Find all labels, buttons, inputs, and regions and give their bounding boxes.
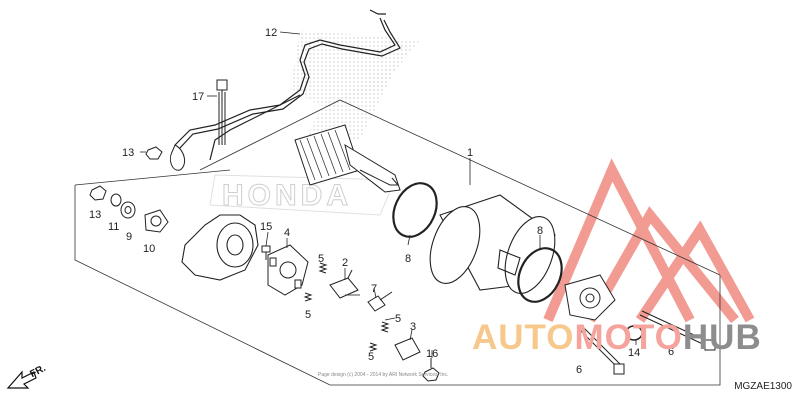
label-part-2: 2	[342, 257, 348, 269]
brush-2	[329, 269, 359, 299]
label-part-5b: 5	[305, 309, 311, 321]
group-frame	[74, 99, 721, 386]
armature	[294, 124, 401, 193]
label-part-10: 10	[143, 243, 155, 255]
washer-9	[120, 201, 136, 219]
honda-logo-text: HONDA	[222, 179, 352, 212]
label-part-6b: 6	[668, 346, 674, 358]
nut-16	[422, 358, 440, 382]
bolt-17	[216, 79, 228, 145]
label-part-11: 11	[108, 221, 119, 233]
diagram-code: MGZAE1300	[734, 381, 792, 392]
spring-5-b	[303, 292, 313, 302]
watermark-part2: MOTO	[574, 318, 683, 357]
o-ring-14	[625, 325, 643, 341]
label-part-4: 4	[284, 227, 290, 239]
label-part-7: 7	[371, 283, 377, 295]
label-part-13b: 13	[89, 209, 101, 221]
label-part-16: 16	[426, 348, 438, 360]
label-part-15: 15	[260, 221, 272, 233]
brush-3	[394, 337, 421, 361]
o-ring-8-left	[392, 182, 438, 238]
label-part-5a: 5	[318, 253, 324, 265]
label-part-6a: 6	[576, 364, 582, 376]
label-part-8a: 8	[405, 253, 411, 265]
label-part-9: 9	[126, 231, 132, 243]
label-part-14: 14	[628, 347, 640, 359]
label-part-13a: 13	[122, 147, 134, 159]
watermark-part1: AUTO	[472, 318, 575, 357]
label-part-5d: 5	[368, 351, 374, 363]
terminal-bolt-7	[367, 291, 393, 312]
long-bolt-6-left	[579, 327, 625, 375]
label-part-12: 12	[265, 27, 277, 39]
nut-13-upper	[145, 144, 186, 171]
copyright-text: Page design (c) 2004 - 2014 by ARI Netwo…	[318, 372, 449, 378]
o-ring-8-right	[517, 247, 563, 303]
label-part-5c: 5	[395, 313, 401, 325]
leader-lines	[140, 31, 637, 358]
front-direction-arrow	[6, 370, 37, 389]
brush-holder-4	[267, 244, 309, 296]
spring-5-c	[380, 321, 390, 333]
rear-cover	[564, 274, 616, 321]
front-cover	[181, 214, 259, 281]
label-part-17: 17	[192, 91, 204, 103]
spring-5-a	[318, 262, 328, 274]
wire-harness	[174, 9, 401, 161]
spring-5-d	[368, 342, 378, 352]
label-part-3: 3	[410, 321, 416, 333]
watermark-text: AUTOMOTOHUB	[472, 318, 762, 358]
watermark-logo	[543, 158, 755, 324]
watermark-part3: HUB	[682, 318, 762, 357]
nut-13-lower	[89, 185, 107, 201]
washer-11	[110, 193, 122, 207]
pinion-gear-10	[144, 209, 169, 233]
honda-wing-logo: HONDA	[209, 30, 420, 216]
label-part-1: 1	[467, 147, 473, 159]
long-bolt-6-right	[639, 310, 716, 351]
label-part-8b: 8	[537, 225, 543, 237]
